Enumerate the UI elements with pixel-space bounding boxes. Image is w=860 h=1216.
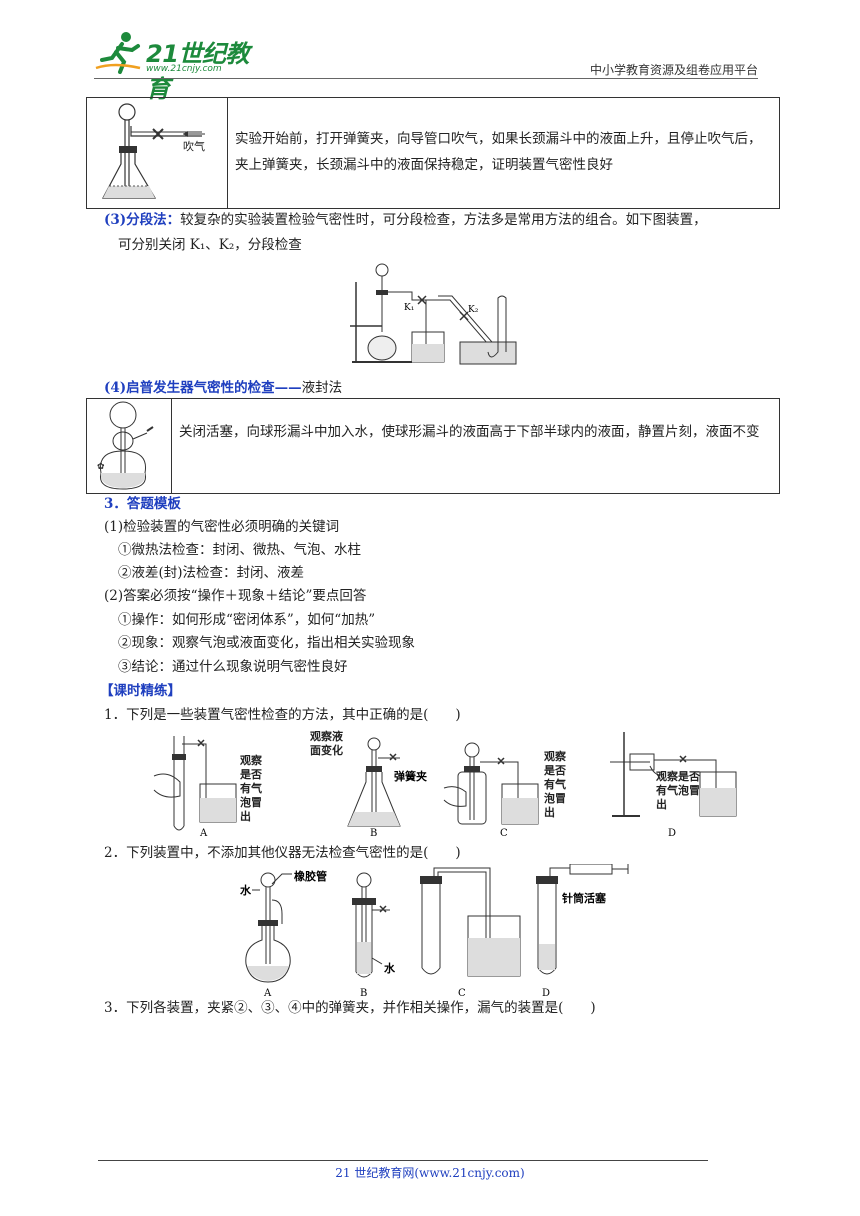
q2-option-b: B [360, 988, 367, 999]
section-3-text: 较复杂的实验装置检验气密性时，可分段检查，方法多是常用方法的组合。如下图装置， [180, 212, 707, 228]
practice-title: 【课时精练】 [100, 683, 181, 699]
template-line-3: ②液差(封)法检查：封闭、液差 [118, 565, 305, 581]
question-2-figures: 水 橡胶管 A 水 B C [240, 864, 629, 999]
figure-cell: 吹气 [87, 98, 228, 208]
section-4-title: (4)启普发生器气密性的检查—— [104, 380, 302, 396]
kipp-figure-cell: ✿ [87, 399, 172, 493]
q1-d-label: 观察是否有气泡冒出 [656, 770, 700, 810]
method-table-2: ✿ 关闭活塞，向球形漏斗中加入水，使球形漏斗的液面高于下部半球内的液面，静置片刻… [86, 398, 780, 494]
q1-option-d: D [668, 828, 676, 839]
section-3-line-2: 可分别关闭 K₁、K₂，分段检查 [118, 237, 302, 253]
footer-divider [98, 1160, 708, 1161]
method-2-text: 关闭活塞，向球形漏斗中加入水，使球形漏斗的液面高于下部半球内的液面，静置片刻，液… [179, 424, 760, 440]
header-platform-text: 中小学教育资源及组卷应用平台 [589, 63, 758, 77]
section-4-title-rest: 液封法 [301, 380, 343, 396]
q2-option-a: A [263, 988, 272, 999]
q2-figure-b: 水 B [352, 872, 396, 999]
page-header: 21世纪教育 www.21cnjy.com 中小学教育资源及组卷应用平台 [94, 28, 758, 103]
q1-figure-b: 观察液面变化 弹簧夹 B [310, 730, 427, 839]
template-line-7: ③结论：通过什么现象说明气密性良好 [118, 659, 348, 675]
logo: 21世纪教育 www.21cnjy.com [94, 28, 264, 103]
template-title: 3．答题模板 [104, 496, 181, 512]
runner-logo-icon [95, 32, 141, 74]
question-2: 2．下列装置中，不添加其他仪器无法检查气密性的是( ) [104, 845, 461, 861]
question-3: 3．下列各装置，夹紧②、③、④中的弹簧夹，并作相关操作，漏气的装置是( ) [104, 1000, 596, 1016]
section-4-title-line: (4)启普发生器气密性的检查——液封法 [104, 378, 342, 398]
logo-url: www.21cnjy.com [146, 64, 222, 74]
section-3-line-1: (3)分段法：较复杂的实验装置检验气密性时，可分段检查，方法多是常用方法的组合。… [104, 210, 707, 230]
q2-figure-c: C [420, 867, 521, 999]
q2-syringe-label: 针筒活塞 [562, 891, 607, 905]
q2-water-b-label: 水 [384, 961, 396, 975]
q2-rubber-label: 橡胶管 [294, 869, 327, 883]
section-3-title: (3)分段法： [104, 212, 181, 228]
q1-c-label: 观察是否有气泡冒出 [544, 750, 566, 819]
template-line-1: (1)检验装置的气密性必须明确的关键词 [104, 519, 340, 535]
q2-water-a-label: 水 [240, 883, 252, 897]
q2-option-d: D [542, 988, 550, 999]
q2-option-c: C [458, 988, 466, 999]
template-line-5: ①操作：如何形成“密闭体系”，如何“加热” [118, 612, 376, 628]
q2-figure-a: 水 橡胶管 A [240, 869, 327, 999]
header-divider [94, 78, 758, 79]
q2-figure-d: 针筒活塞 D [536, 864, 629, 999]
q1-option-c: C [500, 828, 508, 839]
template-line-2: ①微热法检查：封闭、微热、气泡、水柱 [118, 542, 361, 558]
svg-text:✿: ✿ [97, 462, 105, 472]
method-table-1: 吹气 实验开始前，打开弹簧夹，向导管口吹气，如果长颈漏斗中的液面上升，且停止吹气… [86, 97, 780, 209]
q1-option-b: B [370, 828, 377, 839]
q1-b-top-label: 观察液面变化 [310, 730, 343, 757]
template-line-6: ②现象：观察气泡或液面变化，指出相关实验现象 [118, 635, 415, 651]
q1-a-label: 观察是否有气泡冒出 [240, 754, 262, 823]
segmented-apparatus-figure: K₁ K₂ [350, 263, 517, 365]
kipp-generator-figure: ✿ [97, 401, 154, 490]
q1-figure-c: 观察是否有气泡冒出 C [443, 742, 566, 839]
k2-label: K₂ [468, 305, 479, 315]
flask-blow-figure: 吹气 [102, 103, 205, 199]
template-line-4: (2)答案必须按“操作＋现象＋结论”要点回答 [104, 588, 367, 604]
method-1-text: 实验开始前，打开弹簧夹，向导管口吹气，如果长颈漏斗中的液面上升，且停止吹气后，夹… [235, 131, 762, 173]
q1-b-clip-label: 弹簧夹 [394, 769, 427, 783]
q1-figure-d: 观察是否有气泡冒出 D [610, 732, 737, 839]
question-1: 1．下列是一些装置气密性检查的方法，其中正确的是( ) [104, 707, 461, 723]
q1-option-a: A [199, 828, 208, 839]
q1-figure-a: 观察是否有气泡冒出 A [153, 736, 262, 839]
k1-label: K₁ [404, 303, 414, 313]
footer-text: 21 世纪教育网(www.21cnjy.com) [335, 1166, 525, 1180]
logo-text: 21世纪教育 [146, 40, 249, 103]
question-1-figures: 观察是否有气泡冒出 A 观察液面变化 弹簧夹 B 观察是否有气泡冒出 C [153, 730, 737, 839]
blow-label: 吹气 [183, 139, 205, 153]
